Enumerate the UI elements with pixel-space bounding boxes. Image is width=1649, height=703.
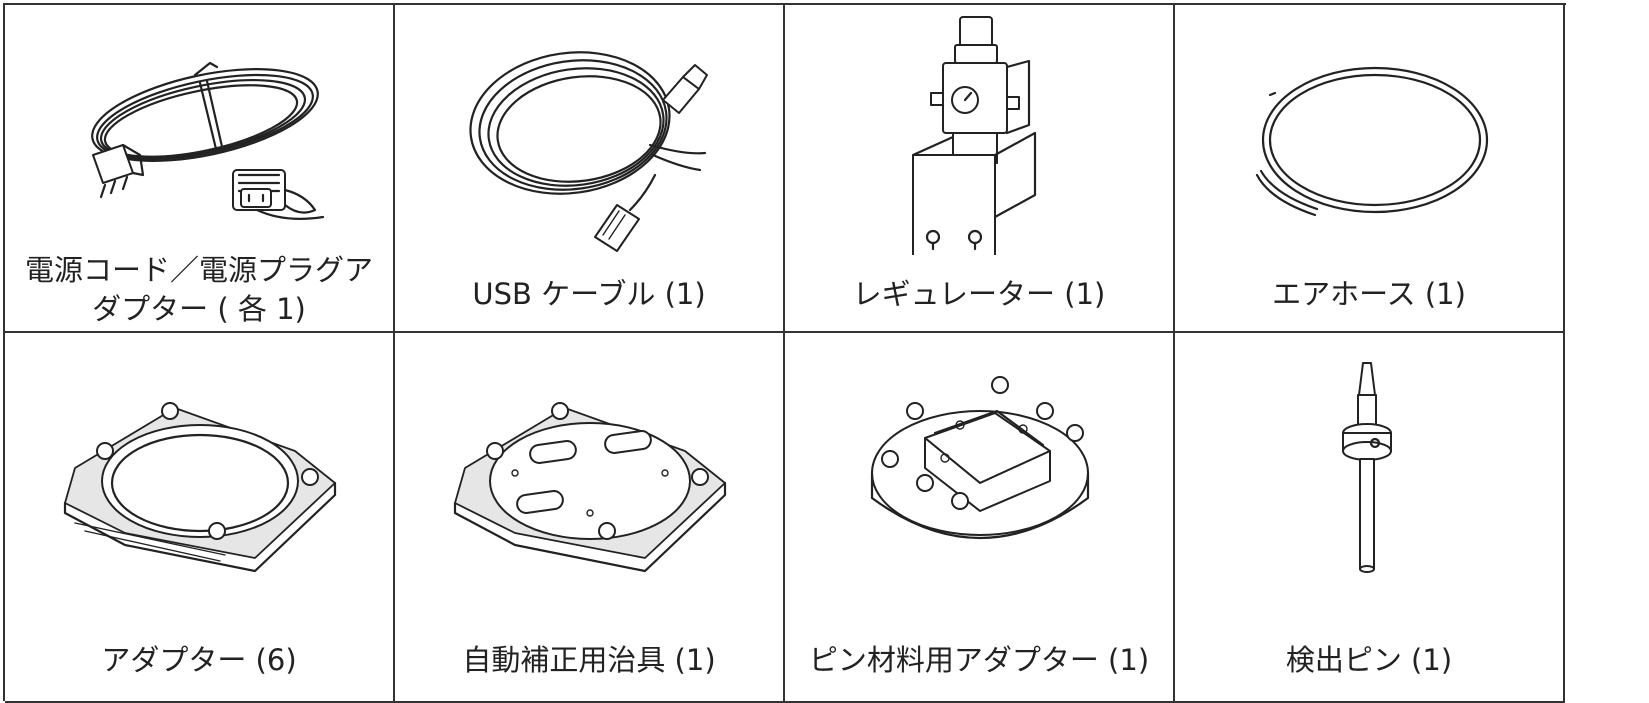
item-caption: ピン材料用アダプター (1) xyxy=(808,643,1150,677)
detection-pin-icon xyxy=(1175,333,1563,603)
item-caption: 電源コード／電源プラグア ダプター ( 各 1) xyxy=(24,253,373,326)
item-caption: エアホース (1) xyxy=(1272,277,1466,311)
table-cell-pin-material-adapter: ピン材料用アダプター (1) xyxy=(785,333,1175,703)
table-cell-detection-pin: 検出ピン (1) xyxy=(1175,333,1565,703)
item-caption: レギュレーター (1) xyxy=(852,277,1106,311)
table-cell-air-hose: エアホース (1) xyxy=(1175,5,1565,333)
power-cord-plug-adapter-icon xyxy=(5,5,393,255)
item-caption: 自動補正用治具 (1) xyxy=(462,643,716,677)
regulator-icon xyxy=(785,5,1173,255)
calibration-jig-icon xyxy=(395,333,783,603)
table-cell-adapter: アダプター (6) xyxy=(5,333,395,703)
usb-cable-icon xyxy=(395,5,783,255)
table-cell-regulator: レギュレーター (1) xyxy=(785,5,1175,333)
accessory-table: 電源コード／電源プラグア ダプター ( 各 1) USB ケーブル (1) xyxy=(3,3,1566,703)
table-cell-usb-cable: USB ケーブル (1) xyxy=(395,5,785,333)
item-caption: 検出ピン (1) xyxy=(1285,643,1453,677)
adapter-ring-icon xyxy=(5,333,393,603)
item-caption: アダプター (6) xyxy=(101,643,297,677)
table-cell-calibration-jig: 自動補正用治具 (1) xyxy=(395,333,785,703)
table-cell-power-cord: 電源コード／電源プラグア ダプター ( 各 1) xyxy=(5,5,395,333)
pin-material-adapter-icon xyxy=(785,333,1173,603)
air-hose-icon xyxy=(1175,5,1563,255)
item-caption: USB ケーブル (1) xyxy=(472,277,706,311)
